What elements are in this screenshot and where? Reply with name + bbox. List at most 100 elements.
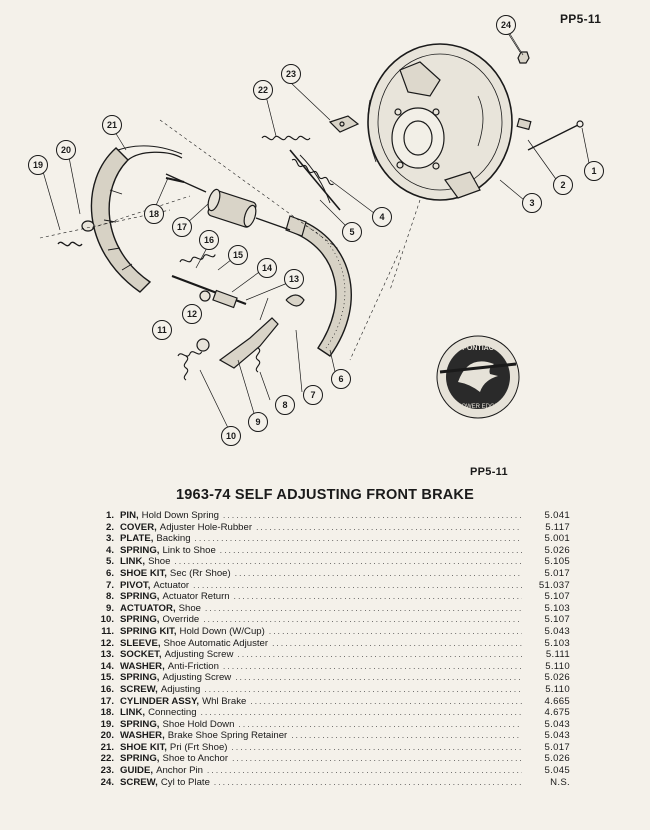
part-code: 5.111 [545,649,570,661]
svg-text:19: 19 [33,160,43,170]
svg-text:5: 5 [349,227,354,237]
part-name: SPRING, [120,614,160,626]
part-number: 24. [100,776,114,788]
callout-1: 1 [584,161,604,181]
part-code: N.S. [550,776,570,788]
parts-list-row: 10.SPRING,Override5.107 [90,614,570,626]
part-description: Actuator Return [162,591,230,603]
part-code: 5.026 [544,544,570,556]
parts-list: 1.PIN,Hold Down Spring5.0412.COVER,Adjus… [90,510,570,788]
part-number: 9. [105,602,114,614]
parts-list-row: 8.SPRING,Actuator Return5.107 [90,591,570,603]
part-description: Shoe [148,556,171,568]
part-code: 4.675 [544,707,570,719]
parts-list-row: 4.SPRING,Link to Shoe5.026 [90,545,570,557]
part-code: 5.043 [544,625,570,637]
page-code-top: PP5-11 [560,12,602,26]
part-number: 16. [100,683,114,695]
part-description: Adjuster Hole-Rubber [159,521,253,533]
part-name: CYLINDER ASSY, [120,695,200,707]
backing-plate-drawing [367,43,513,201]
part-description: Link to Shoe [162,544,216,556]
callout-14: 14 [257,258,277,278]
part-number: 3. [105,533,114,545]
part-number: 6. [105,567,114,579]
part-number: 17. [100,695,114,707]
part-code: 5.110 [545,683,570,695]
parts-list-row: 21.SHOE KIT,Pri (Frt Shoe)5.017 [90,742,570,754]
dot-leader [207,765,522,777]
callout-24: 24 [496,15,516,35]
part-description: Sec (Rr Shoe) [169,567,231,579]
dot-leader [220,545,522,557]
part-number: 1. [105,510,114,521]
parts-list-row: 11.SPRING KIT,Hold Down (W/Cup)5.043 [90,626,570,638]
parts-list-row: 14.WASHER,Anti-Friction5.110 [90,661,570,673]
dot-leader [235,568,522,580]
part-description: Override [162,614,200,626]
parts-list-row: 5.LINK,Shoe5.105 [90,556,570,568]
part-code: 51.037 [538,579,570,591]
pontiac-power-edge-logo: PONTIAC POWER EDGE [436,335,520,419]
callout-19: 19 [28,155,48,175]
part-description: Adjusting [160,683,201,695]
part-description: Actuator [153,579,190,591]
dot-leader [238,719,522,731]
dot-leader [269,626,522,638]
dot-leader [237,649,522,661]
parts-list-row: 23.GUIDE,Anchor Pin5.045 [90,765,570,777]
dot-leader [205,603,522,615]
svg-text:24: 24 [501,20,511,30]
part-name: ACTUATOR, [120,602,176,614]
dot-leader [256,522,522,534]
callout-2: 2 [553,175,573,195]
part-description: Anchor Pin [156,765,203,777]
part-name: SOCKET, [120,649,162,661]
part-description: Shoe Automatic Adjuster [163,637,269,649]
part-number: 14. [100,660,114,672]
svg-text:11: 11 [157,325,167,335]
callout-12: 12 [182,304,202,324]
part-number: 7. [105,579,114,591]
dot-leader [272,638,522,650]
part-code: 5.045 [544,765,570,777]
callout-7: 7 [303,385,323,405]
part-number: 18. [100,707,114,719]
svg-text:2: 2 [560,180,565,190]
part-name: LINK, [120,707,146,719]
part-code: 5.026 [544,672,570,684]
dot-leader [195,533,522,545]
page-title: 1963-74 SELF ADJUSTING FRONT BRAKE [176,487,474,503]
part-number: 15. [100,672,114,684]
callout-8: 8 [275,395,295,415]
part-description: Backing [156,533,191,545]
dot-leader [291,730,522,742]
svg-text:13: 13 [289,274,299,284]
parts-list-row: 12.SLEEVE,Shoe Automatic Adjuster5.103 [90,638,570,650]
part-description: Hold Down Spring [141,510,219,521]
part-description: Connecting [148,707,197,719]
part-name: COVER, [120,521,157,533]
dot-leader [250,696,522,708]
svg-text:6: 6 [338,374,343,384]
part-name: SHOE KIT, [120,567,167,579]
part-code: 5.105 [544,556,570,568]
parts-list-row: 19.SPRING,Shoe Hold Down5.043 [90,719,570,731]
parts-list-row: 22.SPRING,Shoe to Anchor5.026 [90,753,570,765]
svg-text:4: 4 [379,212,384,222]
part-name: SPRING, [120,672,160,684]
part-name: PIN, [120,510,139,521]
parts-list-row: 13.SOCKET,Adjusting Screw5.111 [90,649,570,661]
svg-text:3: 3 [529,198,534,208]
part-code: 5.017 [544,741,570,753]
callout-16: 16 [199,230,219,250]
callout-20: 20 [56,140,76,160]
svg-text:22: 22 [258,85,268,95]
part-code: 5.001 [544,533,570,545]
wheel-cylinder-drawing [165,173,291,231]
dot-leader [214,777,522,789]
dot-leader [201,707,522,719]
part-description: Adjusting Screw [164,649,234,661]
parts-list-row: 3.PLATE,Backing5.001 [90,533,570,545]
callout-4: 4 [372,207,392,227]
